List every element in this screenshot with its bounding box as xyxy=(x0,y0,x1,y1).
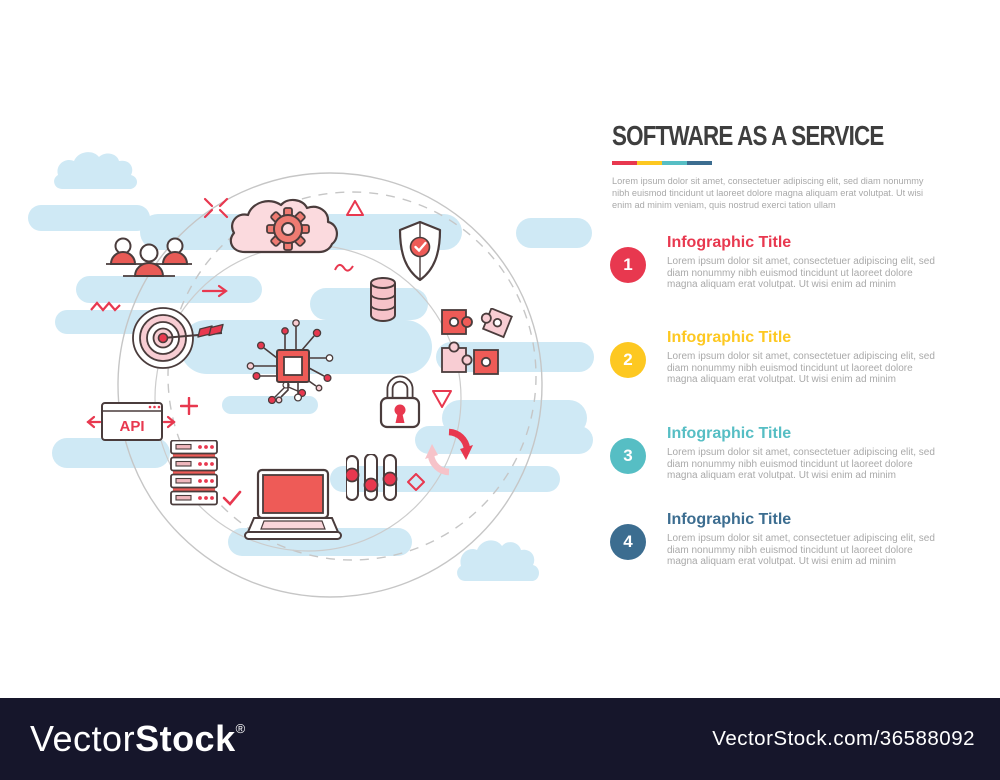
cloud-shape xyxy=(457,540,539,581)
sliders-icon xyxy=(346,454,398,501)
list-item-3: 3 Infographic Title Lorem ipsum dolor si… xyxy=(610,425,937,482)
bg-pill xyxy=(28,205,150,231)
bg-pill xyxy=(76,276,262,303)
list-item-2: 2 Infographic Title Lorem ipsum dolor si… xyxy=(610,329,937,386)
cloud-shape xyxy=(54,152,137,189)
checkmark-icon xyxy=(222,490,242,506)
item-body: Lorem ipsum dolor sit amet, consectetuer… xyxy=(667,351,935,386)
api-label: API xyxy=(119,418,144,435)
watermark-bar: VectorStock® VectorStock.com/36588092 xyxy=(0,698,1000,780)
triangle-down-icon xyxy=(432,390,452,408)
arrow-right-icon xyxy=(202,284,228,298)
divider-segment-teal xyxy=(662,161,687,165)
padlock-icon xyxy=(379,375,421,429)
accent-divider xyxy=(612,161,712,165)
server-stack-icon xyxy=(170,440,218,506)
cloud-gear-icon xyxy=(229,198,338,254)
bg-pill xyxy=(222,396,318,414)
bg-pill xyxy=(52,438,170,468)
item-body: Lorem ipsum dolor sit amet, consectetuer… xyxy=(667,256,935,291)
sparkle-icon xyxy=(203,197,229,219)
triangle-up-icon xyxy=(346,200,364,216)
logo-text-bold: Stock xyxy=(135,718,236,759)
item-title: Infographic Title xyxy=(667,234,792,251)
page-title: SOFTWARE AS A SERVICE xyxy=(612,120,884,151)
plus-icon xyxy=(180,397,198,415)
cpu-chip-icon xyxy=(246,319,334,404)
team-icon xyxy=(106,237,192,277)
item-title: Infographic Title xyxy=(667,425,792,442)
item-title: Infographic Title xyxy=(667,329,792,346)
divider-segment-red xyxy=(612,161,637,165)
target-arrow-icon xyxy=(132,307,224,369)
bg-pill xyxy=(516,218,592,248)
item-body: Lorem ipsum dolor sit amet, consectetuer… xyxy=(667,447,935,482)
list-item-4: 4 Infographic Title Lorem ipsum dolor si… xyxy=(610,511,937,568)
divider-segment-yellow xyxy=(637,161,662,165)
shield-check-icon xyxy=(398,220,442,282)
zigzag-icon xyxy=(90,301,121,312)
laptop-icon xyxy=(244,468,342,540)
vectorstock-logo: VectorStock® xyxy=(30,718,246,760)
registered-mark: ® xyxy=(235,721,246,736)
bg-pill xyxy=(310,288,428,320)
puzzle-icon xyxy=(441,308,513,375)
sync-arrows-icon xyxy=(425,428,473,476)
list-item-1: 1 Infographic Title Lorem ipsum dolor si… xyxy=(610,234,937,291)
item-number-badge: 4 xyxy=(610,524,646,560)
diamond-icon xyxy=(407,473,425,491)
squiggle-icon xyxy=(334,264,354,272)
item-number-badge: 1 xyxy=(610,247,646,283)
item-number-badge: 2 xyxy=(610,342,646,378)
database-icon xyxy=(370,277,396,322)
api-window-icon: API xyxy=(86,402,176,441)
item-body: Lorem ipsum dolor sit amet, consectetuer… xyxy=(667,533,935,568)
intro-paragraph: Lorem ipsum dolor sit amet, consectetuer… xyxy=(612,176,924,210)
content-column: SOFTWARE AS A SERVICE Lorem ipsum dolor … xyxy=(612,120,942,221)
item-title: Infographic Title xyxy=(667,511,792,528)
bg-pill xyxy=(415,426,593,454)
divider-segment-steel xyxy=(687,161,712,165)
logo-text-light: Vector xyxy=(30,718,136,759)
item-number-badge: 3 xyxy=(610,438,646,474)
watermark-url: VectorStock.com/36588092 xyxy=(712,727,975,750)
